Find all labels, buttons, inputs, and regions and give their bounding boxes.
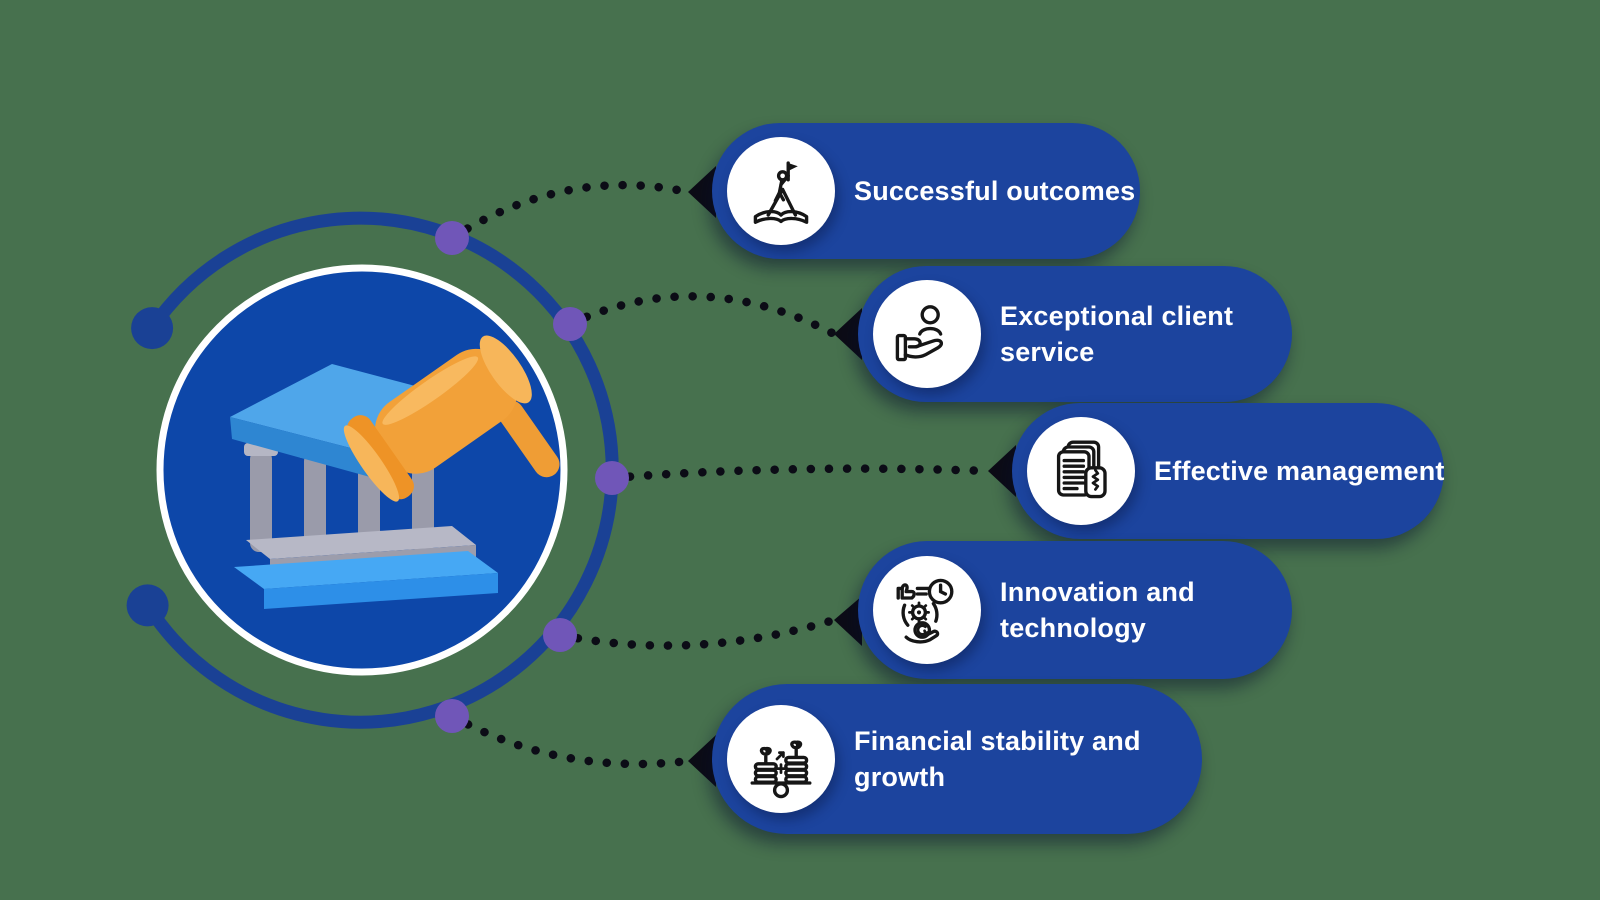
pill-label: Successful outcomes: [854, 176, 1136, 206]
connector-dotted-line-2: [565, 292, 839, 339]
arrowhead-icon-2: [834, 308, 862, 360]
node-dot-4: [543, 618, 577, 652]
icon-badge: [727, 137, 835, 245]
gavel-illustration: [343, 335, 560, 502]
achievement-icon: [753, 161, 809, 224]
icon-badge: [873, 556, 981, 664]
icon-badge: [727, 705, 835, 813]
arrowhead-icon-5: [688, 735, 716, 787]
value-pill-effective-management: Effective management: [1012, 403, 1444, 539]
connector-dotted-line-3: [607, 464, 993, 483]
connector-dotted-line-5: [447, 711, 693, 769]
node-dot-5: [435, 699, 469, 733]
innovation-icon: [896, 578, 954, 644]
arrowhead-icon-4: [834, 596, 862, 646]
node-dot-2: [553, 307, 587, 341]
documents-icon: [1056, 440, 1107, 499]
orbit-arc-endcap-top: [131, 307, 174, 350]
connector-dotted-line-4: [555, 615, 839, 650]
icon-badge: [1027, 417, 1135, 525]
icon-badge: [873, 280, 981, 388]
orbit-arc-endcap-bottom: [126, 584, 169, 627]
arrowhead-icon-3: [988, 445, 1016, 497]
value-pill-successful-outcomes: Successful outcomes: [712, 123, 1140, 259]
bank-building-illustration: [230, 364, 498, 609]
client-service-icon: [895, 305, 944, 362]
arrowhead-icon-1: [688, 166, 716, 218]
connector-dotted-line-1: [447, 180, 693, 243]
financial-growth-icon: [750, 740, 812, 799]
node-dot-3: [595, 461, 629, 495]
node-dot-1: [435, 221, 469, 255]
pill-label: Effective management: [1154, 456, 1445, 486]
